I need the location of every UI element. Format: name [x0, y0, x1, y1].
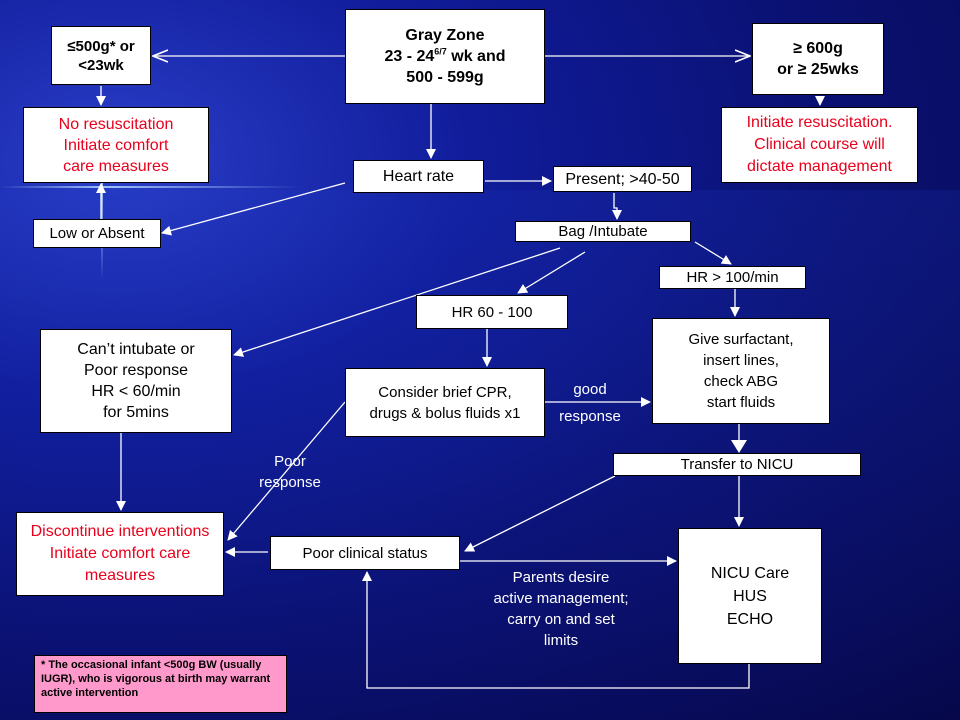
node-cant-intubate-line2: Poor response — [83, 362, 189, 379]
node-cant-intubate-line1: Can’t intubate or — [77, 341, 195, 358]
node-give-surfactant-line3: check ABG — [703, 373, 779, 390]
node-initiate-resuscitation-line1: Initiate resuscitation. — [746, 114, 893, 131]
arrow-present-to-bag — [612, 193, 622, 220]
node-discontinue: Discontinue interventions Initiate comfo… — [16, 512, 224, 596]
arrow-surfactant-to-transfer-head — [731, 440, 747, 453]
label-parents-desire-line4: limits — [543, 632, 579, 649]
node-hr-60-100: HR 60 - 100 — [416, 295, 568, 329]
node-no-resuscitation-line1: No resuscitation — [58, 115, 174, 133]
node-cant-intubate-line3: HR < 60/min — [91, 383, 181, 400]
node-gray-zone-weeks: 23 - 246/7 wk and — [384, 46, 506, 65]
node-give-surfactant-line2: insert lines, — [703, 352, 779, 369]
node-no-resuscitation: No resuscitation Initiate comfort care m… — [23, 107, 209, 183]
node-discontinue-line3: measures — [84, 567, 156, 584]
node-gray-zone-title: Gray Zone — [405, 27, 485, 44]
node-bag-intubate: Bag /Intubate — [515, 221, 691, 242]
node-gray-zone: Gray Zone 23 - 246/7 wk and 500 - 599g — [345, 9, 545, 104]
node-poor-clinical-status: Poor clinical status — [270, 536, 460, 570]
arrow-nicu-loop-to-poorclinical — [362, 571, 750, 689]
label-parents-desire-line2: active management; — [493, 590, 629, 607]
label-parents-desire-line1: Parents desire — [512, 569, 610, 586]
node-initiate-resuscitation-line3: dictate management — [747, 158, 892, 175]
node-nicu-care-line1: NICU Care — [710, 564, 790, 582]
label-parents-desire-line3: carry on and set — [507, 611, 615, 628]
node-discontinue-line2: Initiate comfort care — [49, 545, 191, 562]
label-good-response-line1: good — [573, 381, 607, 398]
node-le500g-line2: <23wk — [78, 56, 124, 74]
node-gray-zone-weight: 500 - 599g — [406, 69, 484, 86]
node-hr-60-100-label: HR 60 - 100 — [451, 303, 533, 321]
node-nicu-care: NICU Care HUS ECHO — [678, 528, 822, 664]
node-ge600g-line2: or ≥ 25wks — [777, 61, 859, 78]
arrow-heartrate-to-lowabsent — [161, 182, 346, 236]
node-nicu-care-line3: ECHO — [726, 610, 774, 628]
node-poor-clinical-status-label: Poor clinical status — [302, 544, 428, 562]
label-poor-response-line1: Poor — [274, 453, 306, 470]
node-bag-intubate-label: Bag /Intubate — [558, 223, 648, 240]
node-consider-cpr: Consider brief CPR, drugs & bolus fluids… — [345, 368, 545, 437]
light-flare-horizontal — [0, 186, 300, 188]
node-initiate-resuscitation: Initiate resuscitation. Clinical course … — [721, 107, 918, 183]
node-present-label: Present; >40-50 — [565, 170, 680, 188]
arrow-bag-to-hr60100 — [517, 251, 586, 294]
node-give-surfactant-line1: Give surfactant, — [688, 331, 794, 348]
node-consider-cpr-line2: drugs & bolus fluids x1 — [369, 404, 521, 422]
label-poor-response-line2: response — [259, 474, 321, 491]
node-give-surfactant-line4: start fluids — [706, 394, 776, 411]
node-discontinue-line1: Discontinue interventions — [30, 523, 210, 540]
node-cant-intubate-line4: for 5mins — [103, 404, 169, 421]
node-consider-cpr-line1: Consider brief CPR, — [378, 383, 512, 401]
arrow-bag-to-cantintubate — [233, 247, 561, 357]
node-ge600g: ≥ 600g or ≥ 25wks — [752, 23, 884, 95]
label-good-response: good response — [548, 376, 632, 430]
node-transfer-nicu: Transfer to NICU — [613, 453, 861, 476]
node-low-or-absent: Low or Absent — [33, 219, 161, 248]
arrow-bag-to-hrgt100 — [694, 241, 732, 265]
node-no-resuscitation-line3: care measures — [63, 157, 169, 175]
node-present: Present; >40-50 — [553, 166, 692, 192]
footnote: * The occasional infant <500g BW (usuall… — [34, 655, 287, 713]
node-heart-rate-label: Heart rate — [382, 168, 455, 185]
node-no-resuscitation-line2: Initiate comfort — [63, 136, 169, 154]
node-heart-rate: Heart rate — [353, 160, 484, 193]
node-cant-intubate: Can’t intubate or Poor response HR < 60/… — [40, 329, 232, 433]
light-flare-vertical — [101, 110, 103, 280]
node-ge600g-line1: ≥ 600g — [793, 40, 843, 57]
node-nicu-care-line2: HUS — [733, 587, 767, 605]
node-low-or-absent-label: Low or Absent — [49, 225, 145, 242]
label-parents-desire: Parents desire active management; carry … — [466, 567, 656, 651]
node-le500g: ≤500g* or <23wk — [51, 26, 151, 85]
label-poor-response: Poor response — [245, 451, 335, 493]
node-hr-gt-100: HR > 100/min — [659, 266, 806, 289]
node-le500g-line1: ≤500g* or — [67, 37, 135, 55]
node-transfer-nicu-label: Transfer to NICU — [680, 456, 794, 473]
node-give-surfactant: Give surfactant, insert lines, check ABG… — [652, 318, 830, 424]
node-hr-gt-100-label: HR > 100/min — [686, 269, 779, 286]
node-initiate-resuscitation-line2: Clinical course will — [754, 136, 885, 153]
arrow-cpr-to-discontinue — [227, 401, 346, 541]
arrow-transfer-to-poorclinical — [464, 475, 616, 552]
label-good-response-line2: response — [559, 408, 621, 425]
